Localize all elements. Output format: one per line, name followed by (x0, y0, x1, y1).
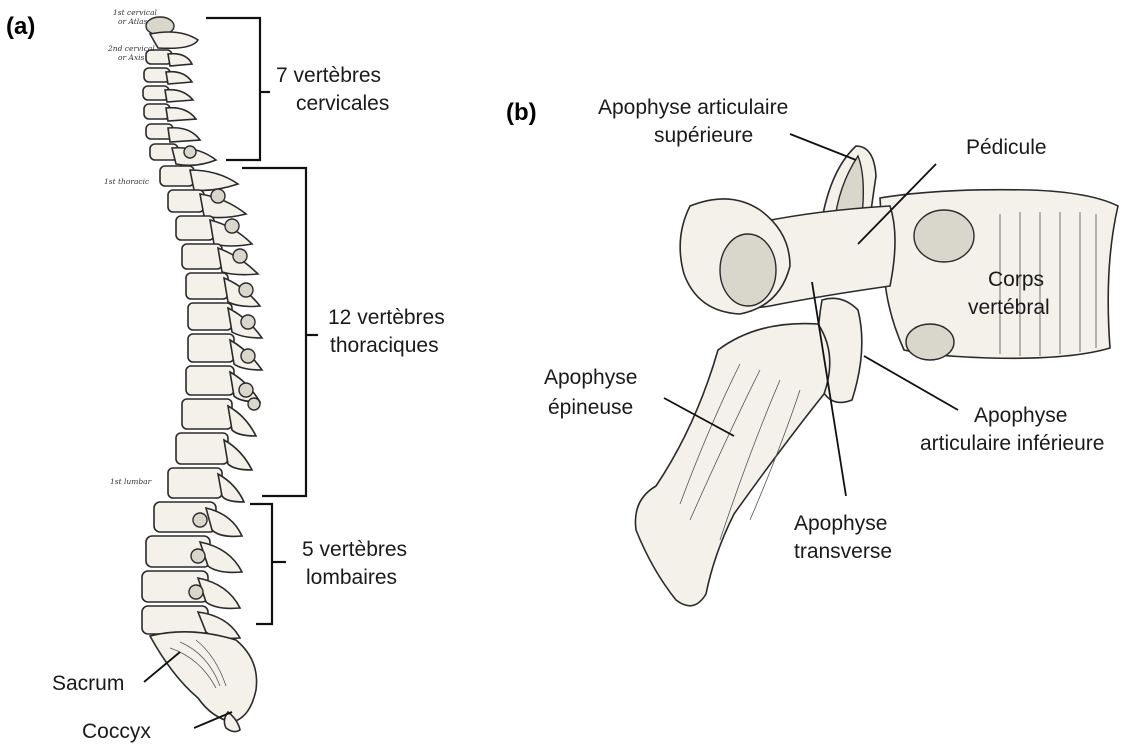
leader-apophyse-sup (790, 134, 856, 160)
first-thoracic-label: 1st thoracic (104, 177, 150, 186)
label-transverse-2: transverse (794, 540, 892, 563)
label-epineuse-2: épineuse (548, 396, 633, 419)
label-sacrum: Sacrum (52, 672, 124, 695)
label-thoracic-2: thoraciques (330, 334, 439, 357)
label-pedicule: Pédicule (966, 136, 1047, 159)
first-lumbar-label: 1st lumbar (110, 477, 152, 486)
label-epineuse-1: Apophyse (544, 366, 637, 389)
cervical-vertebrae (143, 17, 216, 165)
panel-b-label: (b) (506, 99, 537, 126)
vertebra-illustration (635, 146, 1118, 606)
spine-illustration: 1st cervical or Atlas 2nd cervical or Ax… (104, 8, 262, 732)
label-apophyse-sup-1: Apophyse articulaire (598, 96, 788, 119)
label-corps-1: Corps (988, 268, 1044, 291)
label-lumbar-2: lombaires (306, 566, 397, 589)
atlas-label-2: or Atlas (118, 17, 148, 26)
sacrum-coccyx (150, 632, 257, 732)
thoracic-vertebrae (160, 166, 262, 502)
label-inferieure-2: articulaire inférieure (920, 432, 1104, 455)
axis-label-1: 2nd cervical (107, 44, 155, 53)
bracket-cervical (206, 18, 270, 160)
label-cervical-1: 7 vertèbres (276, 64, 381, 87)
panel-a-label: (a) (6, 13, 35, 40)
lumbar-vertebrae (142, 502, 242, 638)
label-lumbar-1: 5 vertèbres (302, 538, 407, 561)
label-thoracic-1: 12 vertèbres (328, 306, 445, 329)
label-cervical-2: cervicales (296, 92, 389, 115)
label-coccyx: Coccyx (82, 720, 151, 743)
label-apophyse-sup-2: supérieure (654, 124, 753, 147)
leader-inferieure (864, 356, 958, 410)
axis-label-2: or Axis (118, 53, 145, 62)
bracket-lumbar (250, 504, 286, 624)
label-transverse-1: Apophyse (794, 512, 887, 535)
label-corps-2: vertébral (968, 296, 1050, 319)
atlas-label-1: 1st cervical (113, 8, 158, 17)
label-inferieure-1: Apophyse (974, 404, 1067, 427)
